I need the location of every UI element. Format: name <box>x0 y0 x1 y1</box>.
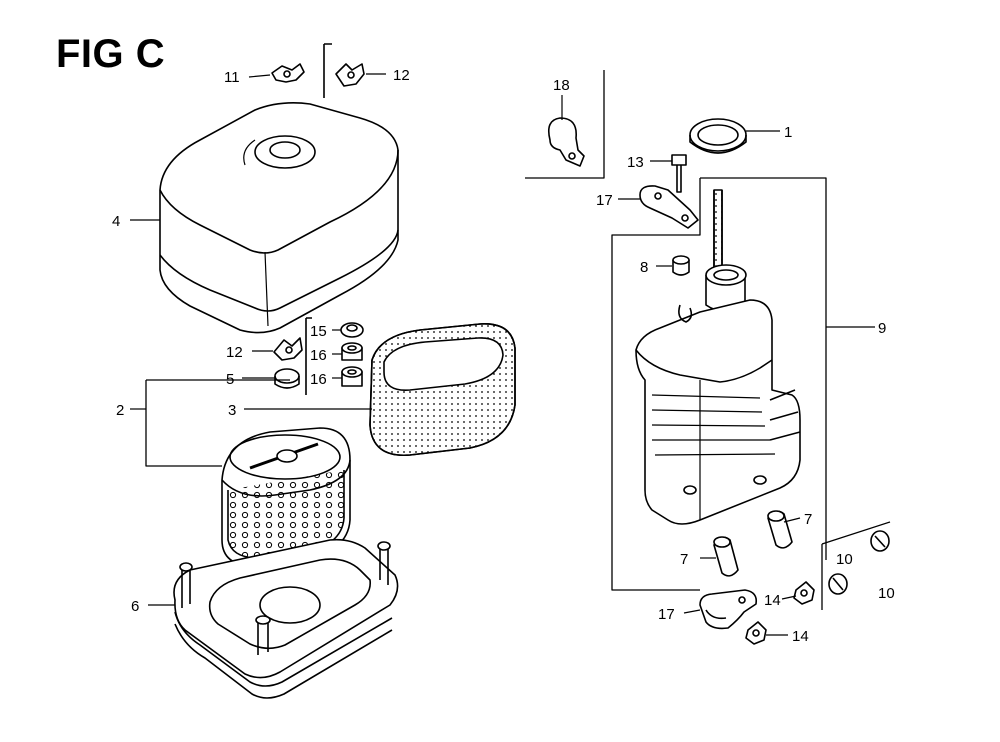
callout-10b: 10 <box>878 585 895 602</box>
callout-15: 15 <box>310 323 327 340</box>
nut-14b <box>745 621 767 645</box>
cap-8 <box>672 255 690 276</box>
callout-6: 6 <box>131 598 139 615</box>
callout-16a: 16 <box>310 347 327 364</box>
bracket-12-top <box>323 43 332 98</box>
nut-16a <box>341 342 363 361</box>
plug-10b <box>870 530 890 552</box>
air-cleaner-base <box>173 538 399 699</box>
plug-10a <box>828 573 848 595</box>
callout-4: 4 <box>112 213 120 230</box>
pin-7a <box>713 536 739 577</box>
pin-7b <box>767 510 793 549</box>
wing-nut-12-mid <box>273 337 303 361</box>
clamp-17-bottom <box>699 589 758 630</box>
callout-17-bottom: 17 <box>658 606 675 623</box>
callout-12-mid: 12 <box>226 344 243 361</box>
callout-12-top: 12 <box>393 67 410 84</box>
wing-nut-12-top <box>335 63 365 87</box>
leader-lines <box>130 73 875 636</box>
grommet-5 <box>274 368 300 389</box>
oil-bath-body <box>635 189 801 525</box>
callout-10a: 10 <box>836 551 853 568</box>
nut-16b <box>341 366 363 387</box>
nut-15 <box>340 322 364 338</box>
callout-14a: 14 <box>764 592 781 609</box>
callout-14b: 14 <box>792 628 809 645</box>
callout-11: 11 <box>224 69 240 86</box>
foam-element <box>369 323 516 457</box>
wing-nut-part <box>271 63 305 83</box>
clamp-17-top <box>639 185 699 229</box>
air-cleaner-cover <box>159 102 399 334</box>
callout-1: 1 <box>784 124 792 141</box>
bracket-18 <box>525 70 605 179</box>
bracket-2 <box>145 380 222 467</box>
callout-5: 5 <box>226 371 234 388</box>
nut-14a <box>793 581 815 605</box>
callout-labels: 11 12 4 12 5 15 16 16 2 3 6 18 1 13 17 8… <box>112 67 895 645</box>
paper-element <box>221 427 351 567</box>
callout-13: 13 <box>627 154 644 171</box>
callout-8: 8 <box>640 259 648 276</box>
bracket-10 <box>821 521 891 610</box>
gasket-ring <box>689 118 747 154</box>
callout-16b: 16 <box>310 371 327 388</box>
callout-3: 3 <box>228 402 236 419</box>
callout-7a: 7 <box>680 551 688 568</box>
callout-7b: 7 <box>804 511 812 528</box>
callout-18: 18 <box>553 77 570 94</box>
callout-9: 9 <box>878 320 886 337</box>
callout-17-top: 17 <box>596 192 613 209</box>
callout-2: 2 <box>116 402 124 419</box>
bolt-13 <box>671 154 687 193</box>
figure-title: FIG C <box>56 32 166 76</box>
clamp-18 <box>547 117 585 167</box>
bracket-15-16 <box>305 317 312 395</box>
bracket-9 <box>700 177 827 560</box>
